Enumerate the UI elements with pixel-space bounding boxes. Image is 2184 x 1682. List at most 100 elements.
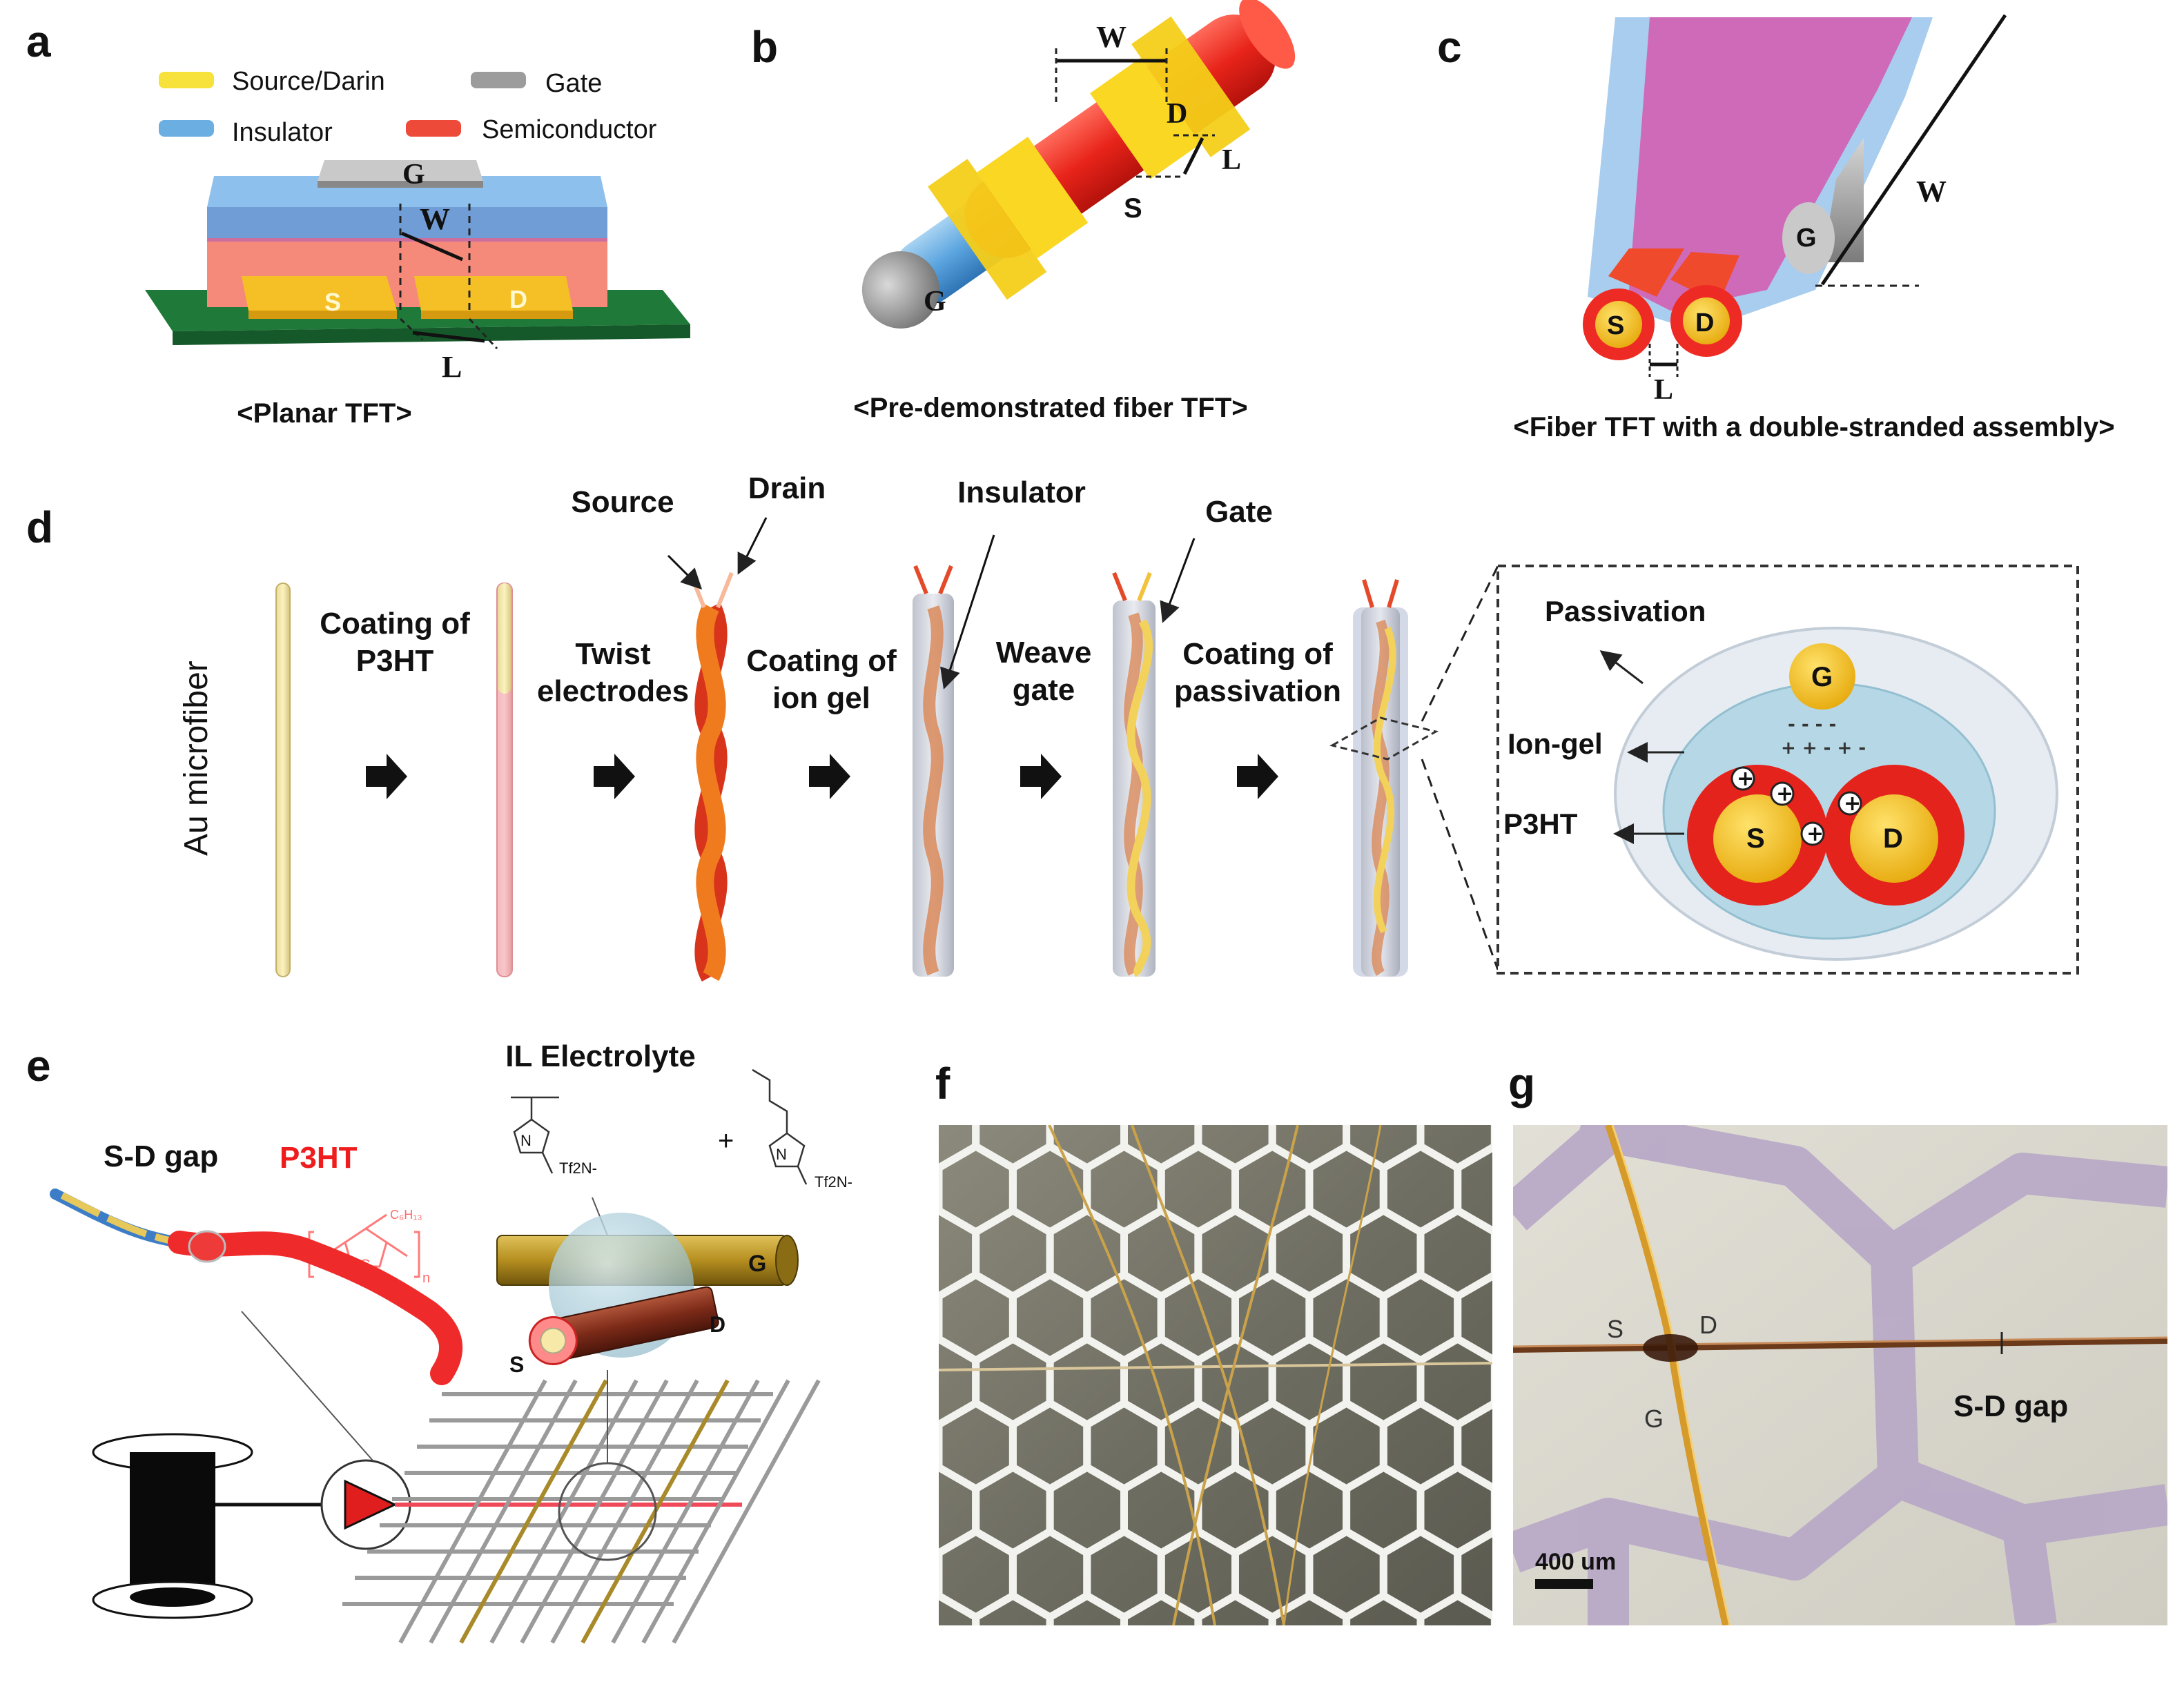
honeycomb-cell xyxy=(1087,1018,1161,1104)
fiber-f-2 xyxy=(1131,1125,1285,1625)
butyl-chain xyxy=(752,1068,788,1133)
process-arrow-2 xyxy=(594,754,635,799)
label-g: G xyxy=(924,286,946,317)
legend-swatch-insulator xyxy=(159,120,214,137)
panel-d: d Au microfiber xyxy=(26,471,2079,982)
step-3-line-1: Coating of xyxy=(746,644,897,678)
mesh-g-right-leg xyxy=(2002,1522,2057,1625)
drain-core xyxy=(1850,794,1938,883)
l-marker xyxy=(412,331,485,343)
panel-g: g S D G S-D gap 400 um xyxy=(1508,1059,2167,1625)
scale-bar xyxy=(1535,1579,1593,1589)
label-d: D xyxy=(1695,309,1714,338)
inset-label-ion-gel: Ion-gel xyxy=(1508,727,1603,760)
fiber-f-horizontal xyxy=(939,1362,1492,1371)
step-5-line-2: passivation xyxy=(1174,674,1341,708)
w-marker xyxy=(401,231,463,262)
inset-label-p3ht: P3HT xyxy=(1503,808,1578,840)
step-4-line-1: Weave xyxy=(996,636,1092,669)
charge-plus-2: + xyxy=(1776,782,1793,806)
process-arrow-4 xyxy=(1020,754,1062,799)
label-sd-gap: S-D gap xyxy=(104,1140,218,1173)
panel-e: e S-D gap P3HT C₆H₁₃ S n xyxy=(26,1039,852,1644)
label-gate: Gate xyxy=(1205,495,1273,529)
honeycomb-cell xyxy=(1383,1018,1457,1104)
panel-letter-b: b xyxy=(751,22,778,72)
fiber-semiconductor-end xyxy=(1239,0,1296,69)
passivation-lead-2 xyxy=(1387,579,1399,608)
label-s: S xyxy=(1124,193,1142,224)
fibers-f xyxy=(939,1125,1492,1625)
gate-block-edge xyxy=(318,181,483,188)
label-s-e: S xyxy=(509,1352,524,1377)
charge-circle-4 xyxy=(1837,791,1862,816)
caption-fiber-tft: <Pre-demonstrated fiber TFT> xyxy=(853,393,1247,423)
honeycomb-cell xyxy=(939,1420,943,1472)
panel-b: b G S W D L <Pre-demonstrated fiber TFT> xyxy=(751,0,1296,423)
iongel-lead-2 xyxy=(938,565,953,595)
honeycomb-mesh-g xyxy=(1513,1125,2167,1625)
drain-band xyxy=(1090,57,1202,179)
panel-letter-d: d xyxy=(26,502,53,552)
iongel-lead-1 xyxy=(913,565,928,595)
twisted-electrodes xyxy=(688,571,734,982)
junction-g xyxy=(1643,1334,1698,1362)
gate-core-end xyxy=(861,251,939,329)
label-w: W xyxy=(1096,20,1127,54)
source-core xyxy=(1595,301,1642,348)
charge-circle-1 xyxy=(1730,766,1755,791)
label-d-e: D xyxy=(710,1312,725,1337)
l-guide-right xyxy=(468,317,498,350)
label-drain: Drain xyxy=(748,471,826,505)
process-arrow-3 xyxy=(809,754,850,799)
charge-symbols: + + + + - - - - + + - + - xyxy=(1730,714,1866,846)
step-1-line-2: P3HT xyxy=(356,644,434,678)
inset-label-g: G xyxy=(1811,662,1833,692)
il-structures xyxy=(511,1068,808,1185)
ion-gel-charges-1: - - - - xyxy=(1788,714,1836,735)
source-flap xyxy=(928,159,1047,300)
gate-wire xyxy=(1127,618,1153,977)
gate-woven-fiber xyxy=(1112,571,1156,977)
passivation-lead-1 xyxy=(1362,579,1374,608)
charge-circle-2 xyxy=(1770,781,1795,806)
step-3-line-2: ion gel xyxy=(772,681,870,715)
gate-pointer xyxy=(1160,538,1196,623)
p3ht-coated-fiber-e xyxy=(168,1231,462,1385)
fiber-gold-section xyxy=(60,1192,180,1246)
spool xyxy=(92,1433,253,1619)
imidazolium-ring-2 xyxy=(768,1132,806,1168)
label-w: W xyxy=(1916,175,1947,208)
fiber-tft-drawing xyxy=(861,0,1296,329)
source-pad-edge xyxy=(248,311,397,319)
charge-plus-1: + xyxy=(1737,767,1754,791)
label-sd-gap-g: S-D gap xyxy=(1953,1389,2068,1423)
sd-fiber-g-highlight xyxy=(1513,1336,2167,1348)
cross-section-plane xyxy=(1329,716,1439,761)
zoom-line-fiber xyxy=(241,1311,373,1461)
label-g: G xyxy=(402,159,425,190)
charge-plus-3: + xyxy=(1806,822,1824,846)
honeycomb-cell xyxy=(1236,1018,1309,1104)
gate-woven-inner-twist xyxy=(1124,612,1143,976)
n-atom-2: N xyxy=(776,1146,787,1163)
label-g-g: G xyxy=(1644,1405,1664,1433)
spool-body xyxy=(130,1452,215,1597)
label-d: D xyxy=(1167,98,1187,130)
fibers-g xyxy=(1513,1125,2167,1625)
label-s-g: S xyxy=(1607,1315,1624,1343)
honeycomb-cell xyxy=(828,1339,901,1425)
panel-letter-c: c xyxy=(1437,22,1462,72)
passivation-pointer xyxy=(1599,650,1644,685)
panel-letter-a: a xyxy=(26,17,51,66)
honeycomb-cell xyxy=(865,1018,939,1104)
passivation-gate-wire xyxy=(1373,627,1396,934)
sd-fiber xyxy=(528,1286,719,1365)
tf2n-label-1: Tf2N- xyxy=(559,1160,597,1177)
p3ht-fiber-top xyxy=(498,583,511,694)
honeycomb-cell xyxy=(1013,1018,1086,1104)
honeycomb-cell xyxy=(1343,1591,1425,1625)
label-insulator: Insulator xyxy=(957,476,1086,509)
